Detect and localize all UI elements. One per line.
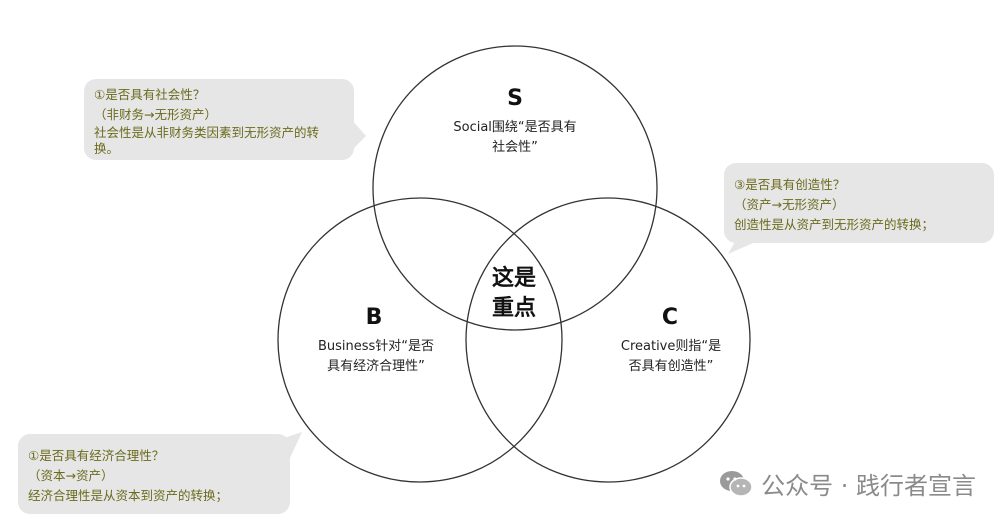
social-desc-line1: Social围绕“是否具有 bbox=[453, 120, 577, 135]
watermark-text: 公众号 · 践行者宣言 bbox=[761, 472, 976, 500]
social-note: ①是否具有社会性？ （非财务→无形资产） 社会性是从非财务类因素到无形资产的转 … bbox=[84, 79, 354, 160]
social-description: Social围绕“是否具有 社会性” bbox=[435, 118, 595, 158]
business-note-line1: ①是否具有经济合理性？ bbox=[28, 448, 165, 463]
social-desc-line2: 社会性” bbox=[492, 140, 538, 155]
social-letter: S bbox=[507, 86, 523, 111]
business-circle bbox=[277, 197, 563, 483]
creative-circle bbox=[465, 197, 751, 483]
business-letter: B bbox=[365, 305, 383, 330]
center-line1: 这是 bbox=[491, 266, 536, 291]
social-note-line2: （非财务→无形资产） bbox=[94, 107, 217, 122]
social-circle bbox=[372, 45, 658, 331]
center-line2: 重点 bbox=[491, 296, 536, 321]
creative-note-line3: 创造性是从资产到无形资产的转换； bbox=[734, 217, 935, 232]
business-desc-line1: Business针对“是否 bbox=[317, 339, 435, 354]
creative-desc-line1: Creative则指“是 bbox=[620, 339, 722, 354]
business-note-line2: （资本→资产） bbox=[28, 468, 114, 483]
creative-note-tail bbox=[728, 240, 760, 254]
watermark: 公众号 · 践行者宣言 bbox=[719, 466, 976, 501]
center-emphasis: 这是 重点 bbox=[474, 264, 554, 324]
business-desc-line2: 具有经济合理性” bbox=[327, 359, 425, 374]
creative-desc-line2: 否具有创造性” bbox=[628, 359, 714, 374]
business-note-line3: 经济合理性是从资本到资产的转换； bbox=[28, 488, 229, 503]
social-note-line1: ①是否具有社会性？ bbox=[94, 87, 206, 102]
social-note-tail bbox=[352, 120, 366, 150]
social-note-line3: 社会性是从非财务类因素到无形资产的转 bbox=[94, 125, 320, 140]
creative-note-line1: ③是否具有创造性？ bbox=[734, 177, 846, 192]
creative-note: ③是否具有创造性？ （资产→无形资产） 创造性是从资产到无形资产的转换； bbox=[724, 163, 994, 243]
business-description: Business针对“是否 具有经济合理性” bbox=[298, 337, 454, 377]
social-note-line4: 换。 bbox=[94, 141, 120, 156]
business-note: ①是否具有经济合理性？ （资本→资产） 经济合理性是从资本到资产的转换； bbox=[18, 434, 290, 514]
creative-description: Creative则指“是 否具有创造性” bbox=[596, 337, 746, 377]
wechat-icon bbox=[720, 470, 753, 497]
creative-note-line2: （资产→无形资产） bbox=[734, 197, 845, 212]
creative-letter: C bbox=[661, 305, 679, 330]
